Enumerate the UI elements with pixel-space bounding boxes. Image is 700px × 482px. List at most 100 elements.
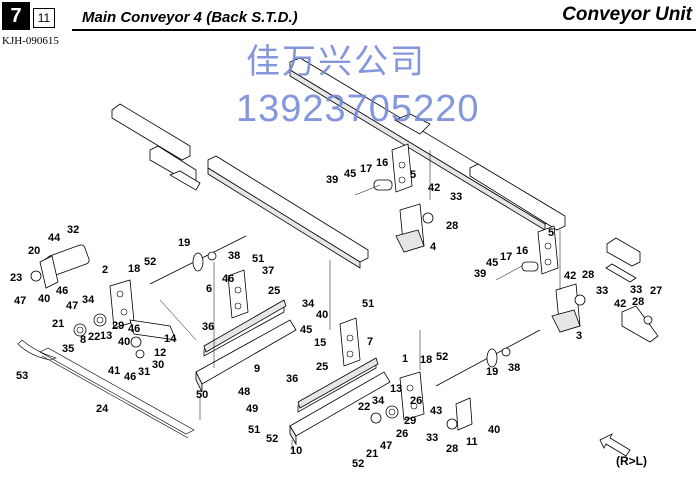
guide-rail-25-right <box>297 357 379 409</box>
part-label: 14 <box>164 333 177 345</box>
left-pulleys <box>73 313 145 359</box>
part-label: 13 <box>100 330 112 342</box>
part-label: 22 <box>88 331 100 343</box>
part-label: 29 <box>112 320 124 332</box>
part-label: 47 <box>14 295 26 307</box>
part-label: 27 <box>650 285 662 297</box>
part-label: 9 <box>254 363 260 375</box>
part-label: 4 <box>430 241 437 253</box>
unit-title: Conveyor Unit <box>562 4 692 25</box>
part-label: 36 <box>286 373 298 385</box>
part-label: 36 <box>202 321 214 333</box>
right-upper-rail <box>469 163 641 283</box>
part-label: 44 <box>48 232 61 244</box>
bracket-6 <box>227 269 249 319</box>
part-label: 47 <box>380 440 392 452</box>
part-label: 25 <box>268 285 280 297</box>
belt-24 <box>39 347 195 439</box>
part-label: 47 <box>66 300 78 312</box>
part-label: 53 <box>16 370 28 382</box>
part-label: 38 <box>508 362 520 374</box>
part-label: 51 <box>248 424 260 436</box>
part-label: 18 <box>128 263 140 275</box>
drive-shaft-19-left <box>149 235 247 285</box>
part-label: 42 <box>564 270 576 282</box>
watermark-company: 佳万兴公司 <box>246 42 426 82</box>
part-label: 20 <box>28 245 40 257</box>
assembly-lines <box>159 150 561 450</box>
part-label: 52 <box>144 256 156 268</box>
part-label: 45 <box>486 257 498 269</box>
part-label: 8 <box>80 334 86 346</box>
part-label: 30 <box>152 359 164 371</box>
part-label: 26 <box>396 428 408 440</box>
watermark-phone: 13923705220 <box>236 88 480 130</box>
belt-53 <box>17 339 57 361</box>
part-label: 48 <box>238 386 250 398</box>
part-label: 1 <box>402 353 408 365</box>
part-label: 16 <box>376 157 388 169</box>
direction-arrow-icon <box>599 433 631 457</box>
part-label: 17 <box>360 163 372 175</box>
part-label: 15 <box>314 337 326 349</box>
side-plate-3-right <box>551 283 586 333</box>
sub-number-box: 11 <box>33 8 55 28</box>
drive-shaft-19-right <box>435 329 541 387</box>
part-label: 17 <box>500 251 512 263</box>
part-label: 5 <box>410 169 416 181</box>
doc-code: KJH-090615 <box>2 35 59 47</box>
part-label: 23 <box>10 272 22 284</box>
part-label: 32 <box>67 224 79 236</box>
side-plate-4-top <box>395 203 434 253</box>
part-label: 33 <box>426 432 438 444</box>
part-label: 51 <box>362 298 374 310</box>
part-labels: 32 44 20 23 46 47 40 2 18 52 19 38 51 37… <box>10 157 662 470</box>
part-label: 3 <box>576 330 582 342</box>
page-number-badge: 7 <box>2 2 30 30</box>
part-label: 19 <box>178 237 190 249</box>
part-label: 50 <box>196 389 208 401</box>
side-plate-1 <box>399 371 473 431</box>
part-label: 39 <box>474 268 486 280</box>
part-label: 26 <box>410 395 422 407</box>
part-label: 43 <box>430 405 442 417</box>
part-label: 7 <box>367 336 373 348</box>
part-label: 11 <box>466 436 478 448</box>
part-label: 6 <box>206 283 212 295</box>
part-label: 35 <box>62 343 74 355</box>
upper-middle-rail <box>207 155 369 269</box>
part-label: 25 <box>316 361 328 373</box>
part-label: 19 <box>486 366 498 378</box>
part-label: 42 <box>428 182 440 194</box>
part-label: 24 <box>96 403 109 415</box>
motor-assembly-20 <box>30 244 90 289</box>
part-label: 21 <box>52 318 64 330</box>
part-label: 39 <box>326 174 338 186</box>
part-label: 52 <box>266 433 278 445</box>
right-lower-pulleys <box>370 405 458 430</box>
part-label: 33 <box>450 191 462 203</box>
part-label: 29 <box>404 415 416 427</box>
part-label: 2 <box>102 264 108 276</box>
part-label: 10 <box>290 445 302 457</box>
part-label: 16 <box>516 245 528 257</box>
part-label: 34 <box>302 298 315 310</box>
part-label: 40 <box>488 424 500 436</box>
part-label: 42 <box>614 298 626 310</box>
page-title: Main Conveyor 4 (Back S.T.D.) <box>82 9 298 26</box>
small-plate-right <box>621 305 659 343</box>
part-label: 21 <box>366 448 378 460</box>
part-label: 40 <box>118 336 130 348</box>
part-label: 46 <box>222 273 234 285</box>
part-label: 38 <box>228 250 240 262</box>
part-label: 28 <box>632 296 644 308</box>
part-label: 49 <box>246 403 258 415</box>
part-label: 28 <box>582 269 594 281</box>
part-label: 22 <box>358 401 370 413</box>
part-label: 12 <box>154 347 166 359</box>
bracket-5-right <box>521 225 559 275</box>
part-label: 52 <box>436 351 448 363</box>
part-label: 40 <box>38 293 50 305</box>
part-label: 28 <box>446 220 458 232</box>
